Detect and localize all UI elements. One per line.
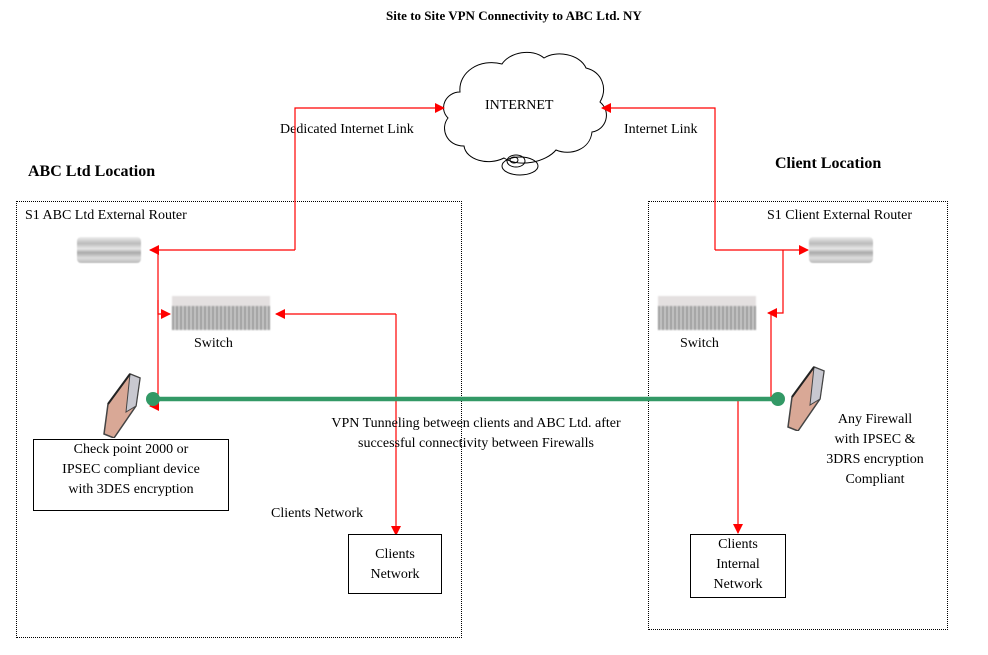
abc-switch-label: Switch [194,336,233,351]
abc-firewall-icon [103,373,141,438]
abc-firewall-text-line: Check point 2000 or [73,442,189,457]
abc-router-label: S1 ABC Ltd External Router [25,208,187,223]
client-firewall-label: Any Firewall with IPSEC & 3DRS encryptio… [815,410,935,490]
vpn-endpoint-right [771,392,785,406]
vpn-tunnel-label: VPN Tunneling between clients and ABC Lt… [300,414,652,454]
client-site-heading: Client Location [775,155,882,172]
client-firewall-text-line: with IPSEC & [834,432,916,447]
client-switch-icon [658,296,756,330]
internet-label: INTERNET [485,98,554,113]
client-router-icon [809,237,873,263]
internal-network-text-line: Clients [718,537,758,552]
vpn-tunnel-label-line: VPN Tunneling between clients and ABC Lt… [331,416,621,431]
client-firewall-to-internal-line [733,397,784,534]
clients-network-text-line: Clients [375,547,415,562]
abc-firewall-text-line: IPSEC compliant device [62,462,200,477]
client-firewall-text-line: Compliant [845,472,905,487]
abc-switch-icon [172,296,270,330]
client-internal-network-box: Clients Internal Network [690,534,786,598]
internet-link-line [601,103,716,250]
abc-firewall-text-line: with 3DES encryption [68,482,194,497]
client-site-zone [648,201,948,630]
abc-clients-network-box: Clients Network [348,534,442,594]
cloud-icon [443,51,607,176]
abc-site-heading: ABC Ltd Location [28,163,156,180]
clients-network-text-line: Network [370,567,420,582]
abc-firewall-box: Check point 2000 or IPSEC compliant devi… [33,439,229,511]
abc-router-to-firewall-line [149,300,159,411]
dedicated-internet-link-label: Dedicated Internet Link [280,122,414,137]
vpn-endpoint-left [146,392,160,406]
internal-network-text-line: Network [713,577,763,592]
client-router-label: S1 Client External Router [767,208,913,223]
diagram-title: Site to Site VPN Connectivity to ABC Ltd… [386,8,642,23]
client-switch-label: Switch [680,336,719,351]
internal-network-text-line: Internal [716,557,760,572]
client-firewall-text-line: Any Firewall [837,412,913,427]
client-firewall-icon [787,366,825,431]
abc-clients-network-label: Clients Network [271,506,364,521]
abc-site-zone [16,201,462,638]
vpn-tunnel-label-line: successful connectivity between Firewall… [358,436,594,451]
dedicated-internet-link-line [294,103,445,250]
abc-router-icon [77,237,141,263]
abc-router-to-switch-line [157,250,171,319]
client-firewall-text-line: 3DRS encryption [826,452,924,467]
internet-link-label: Internet Link [624,122,698,137]
client-router-to-switch-line [767,250,784,318]
